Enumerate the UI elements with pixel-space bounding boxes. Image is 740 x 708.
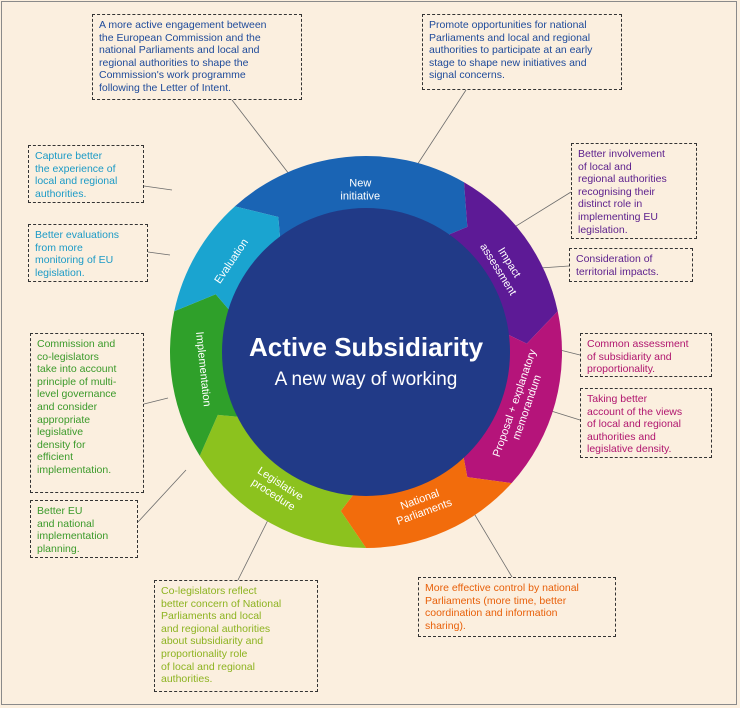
note-common-assessment: Common assessment of subsidiarity and pr… [580,333,712,377]
note-commission-colegislators: Commission and co-legislators take into … [30,333,144,493]
segment-evaluation [174,206,282,326]
note-territorial-impacts: Consideration of territorial impacts. [569,248,693,282]
note-better-evaluations: Better evaluations from more monitoring … [28,224,148,282]
note-territorial-impacts-text: Consideration of territorial impacts. [576,253,659,278]
segment-national-parliaments [340,436,512,548]
note-work-programme-text: A more active engagement between the Eur… [99,19,267,94]
note-taking-better-account: Taking better account of the views of lo… [580,388,712,458]
note-taking-better-account-text: Taking better account of the views of lo… [587,393,683,456]
note-early-stage-text: Promote opportunities for national Parli… [429,19,593,82]
note-commission-colegislators-text: Commission and co-legislators take into … [37,338,117,476]
note-effective-control: More effective control by national Parli… [418,577,616,637]
connector-line [143,185,173,191]
segment-legislative-procedure [199,414,366,548]
note-effective-control-text: More effective control by national Parli… [425,582,579,632]
connector-line [547,409,581,421]
connector-line [143,397,169,405]
connector-line [539,265,570,269]
note-colegislators-reflect: Co-legislators reflect better concern of… [154,580,318,692]
note-capture-experience: Capture better the experience of local a… [28,145,144,203]
note-better-eu-planning-text: Better EU and national implementation pl… [37,505,109,555]
note-better-evaluations-text: Better evaluations from more monitoring … [35,229,120,279]
note-better-involvement: Better involvement of local and regional… [571,143,697,239]
connector-line [137,469,187,523]
connector-line [147,251,171,256]
note-better-eu-planning: Better EU and national implementation pl… [30,500,138,558]
connector-line [237,519,269,581]
note-better-involvement-text: Better involvement of local and regional… [578,148,667,236]
note-early-stage: Promote opportunities for national Parli… [422,14,622,90]
note-capture-experience-text: Capture better the experience of local a… [35,150,118,200]
center-title: Active Subsidiarity [249,332,484,362]
note-common-assessment-text: Common assessment of subsidiarity and pr… [587,338,689,376]
center-circle [222,208,510,496]
segment-proposal-memorandum [459,311,562,484]
center-subtitle: A new way of working [275,369,458,390]
note-colegislators-reflect-text: Co-legislators reflect better concern of… [161,585,282,686]
note-work-programme: A more active engagement between the Eur… [92,14,302,100]
segment-impact-assessment [429,182,558,344]
